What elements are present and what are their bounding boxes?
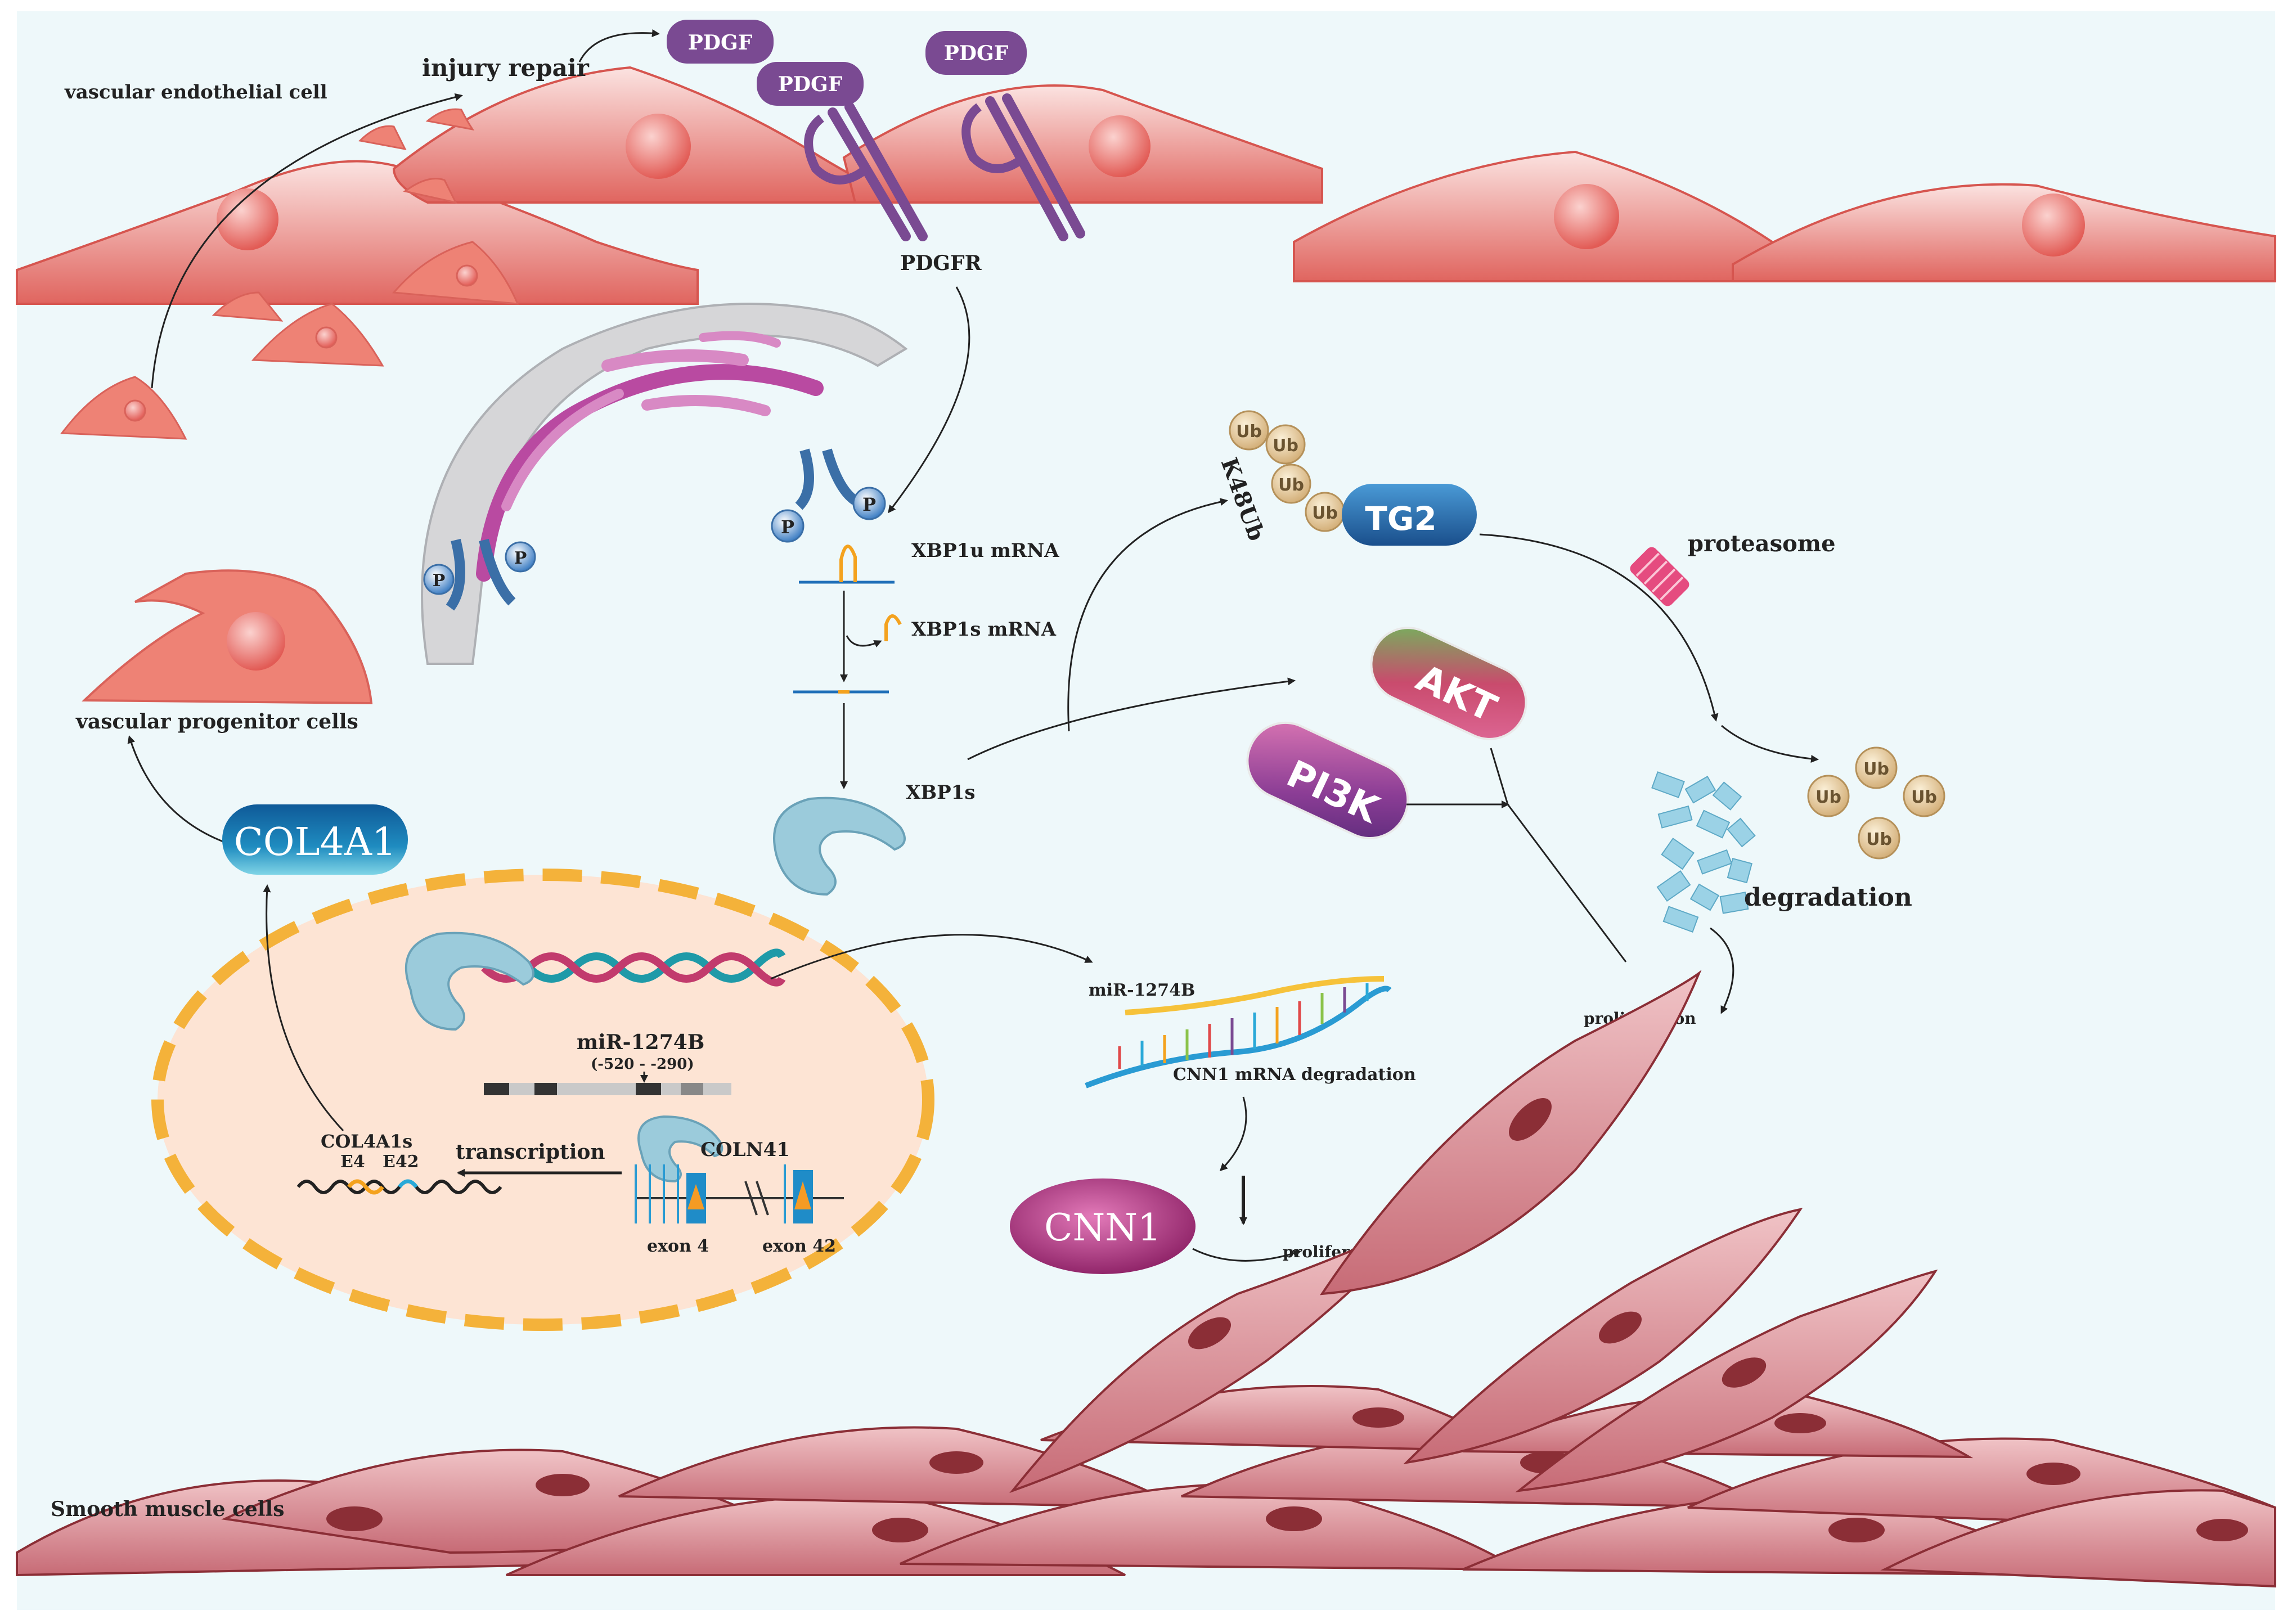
proliferating-smc-nuclei xyxy=(1188,1098,1767,1388)
cnn1-protein xyxy=(1010,1178,1196,1274)
arrow-to-cnn1 xyxy=(1219,1096,1247,1172)
arrow-to-mir1274b xyxy=(770,934,1093,980)
endothelial-nucleus xyxy=(2022,194,2085,257)
arrow-to-pdgf xyxy=(578,29,660,62)
ub-label: Ub xyxy=(1278,475,1304,495)
pdgf-label: PDGF xyxy=(944,42,1009,65)
proteasome-icon xyxy=(1630,547,1689,606)
arrow-cnn1-to-proliferation xyxy=(1192,1248,1301,1262)
mir1274b-label: miR-1274B xyxy=(577,1031,704,1054)
xbp1s-label: XBP1s xyxy=(906,781,975,804)
col4a1-label: COL4A1 xyxy=(234,820,397,865)
ub-label: Ub xyxy=(1815,788,1841,807)
xbp1s-bound xyxy=(405,932,534,1031)
proteasome-label: proteasome xyxy=(1688,530,1836,557)
exon42-label: exon 42 xyxy=(762,1236,836,1256)
pdgfr-label: PDGFR xyxy=(900,251,982,275)
vascular-progenitor-label: vascular progenitor cells xyxy=(75,710,358,734)
endothelial-layer xyxy=(16,66,2276,305)
e42-label: E42 xyxy=(383,1152,419,1172)
coln41-gene xyxy=(635,1115,844,1223)
smooth-muscle-label: Smooth muscle cells xyxy=(51,1497,284,1521)
arrow-degradation-to-proliferation xyxy=(1710,927,1734,1014)
arrow-col4a1s-to-col4a1 xyxy=(263,884,344,1132)
arrow-tg2-to-degradation xyxy=(1479,533,1719,722)
mir1274b-small-label: miR-1274B xyxy=(1089,980,1195,1000)
tg2-protein xyxy=(1342,484,1477,546)
endothelial-nucleus xyxy=(217,188,278,250)
p-label: P xyxy=(781,516,794,538)
ub-label: Ub xyxy=(1236,422,1262,442)
endoplasmic-reticulum xyxy=(421,303,908,665)
arrow-to-free-ub xyxy=(1721,725,1819,763)
endothelial-nucleus xyxy=(1554,184,1619,249)
mirna-duplex xyxy=(1085,976,1392,1088)
coln41-label: COLN41 xyxy=(700,1139,790,1161)
ub-label: Ub xyxy=(1863,759,1889,779)
vascular-progenitor-cell xyxy=(82,569,373,705)
tg2-label: TG2 xyxy=(1365,500,1437,538)
ub-label: Ub xyxy=(1911,788,1937,807)
col4a1s-label: COL4A1s xyxy=(321,1131,412,1152)
arrow-to-endothelial xyxy=(151,93,463,389)
endothelial-nucleus xyxy=(1089,115,1151,177)
pdgf-receptors xyxy=(804,93,1085,241)
pdgf-label: PDGF xyxy=(778,73,843,96)
arrow-akt-to-proliferation xyxy=(1406,748,1627,962)
ire1-phosphorylated: P P P P xyxy=(423,448,886,611)
cnn1-label: CNN1 xyxy=(1044,1206,1161,1249)
cnn1-degradation-label: CNN1 mRNA degradation xyxy=(1173,1065,1416,1085)
xbp1s-mrna-label: XBP1s mRNA xyxy=(911,618,1057,641)
col4a1-protein xyxy=(222,804,408,875)
degradation-label: degradation xyxy=(1744,883,1912,912)
vascular-endothelial-label: vascular endothelial cell xyxy=(64,81,327,104)
promoter-bar xyxy=(484,1072,731,1095)
xbp1s-protein xyxy=(773,797,906,896)
mir-range-label: (-520 - -290) xyxy=(591,1056,694,1073)
col4a1s-mrna xyxy=(296,1179,502,1195)
smooth-muscle-layer xyxy=(16,1385,2276,1588)
free-ub: Ub Ub Ub Ub xyxy=(1807,746,1945,860)
smooth-muscle-nuclei xyxy=(326,1407,2248,1542)
nucleus xyxy=(151,869,934,1331)
exon4-label: exon 4 xyxy=(647,1236,709,1256)
pdgf-label: PDGF xyxy=(688,31,753,55)
migrating-progenitor-cells xyxy=(60,108,519,440)
ub-label: Ub xyxy=(1312,503,1338,523)
ub-chain: Ub Ub Ub Ub xyxy=(1229,410,1345,532)
arrow-pdgfr-to-ire1 xyxy=(888,286,970,514)
xbp1-splicing xyxy=(793,545,902,789)
arrow-xbp1s-to-akt xyxy=(967,677,1296,761)
degraded-protein xyxy=(1651,771,1756,933)
xbp1u-label: XBP1u mRNA xyxy=(911,539,1059,562)
p-label: P xyxy=(862,494,876,515)
p-label: P xyxy=(514,548,527,568)
ub-label: Ub xyxy=(1273,436,1298,456)
pdgf-ligands: PDGF PDGF PDGF xyxy=(667,20,1027,106)
injury-repair-label: injury repair xyxy=(422,54,590,82)
e4-label: E4 xyxy=(340,1152,365,1172)
p-label: P xyxy=(433,571,446,591)
transcription-label: transcription xyxy=(456,1140,605,1164)
ub-label: Ub xyxy=(1866,830,1892,849)
arrow-xbp1s-to-tg2 xyxy=(1067,498,1228,732)
endothelial-nucleus xyxy=(626,114,691,179)
